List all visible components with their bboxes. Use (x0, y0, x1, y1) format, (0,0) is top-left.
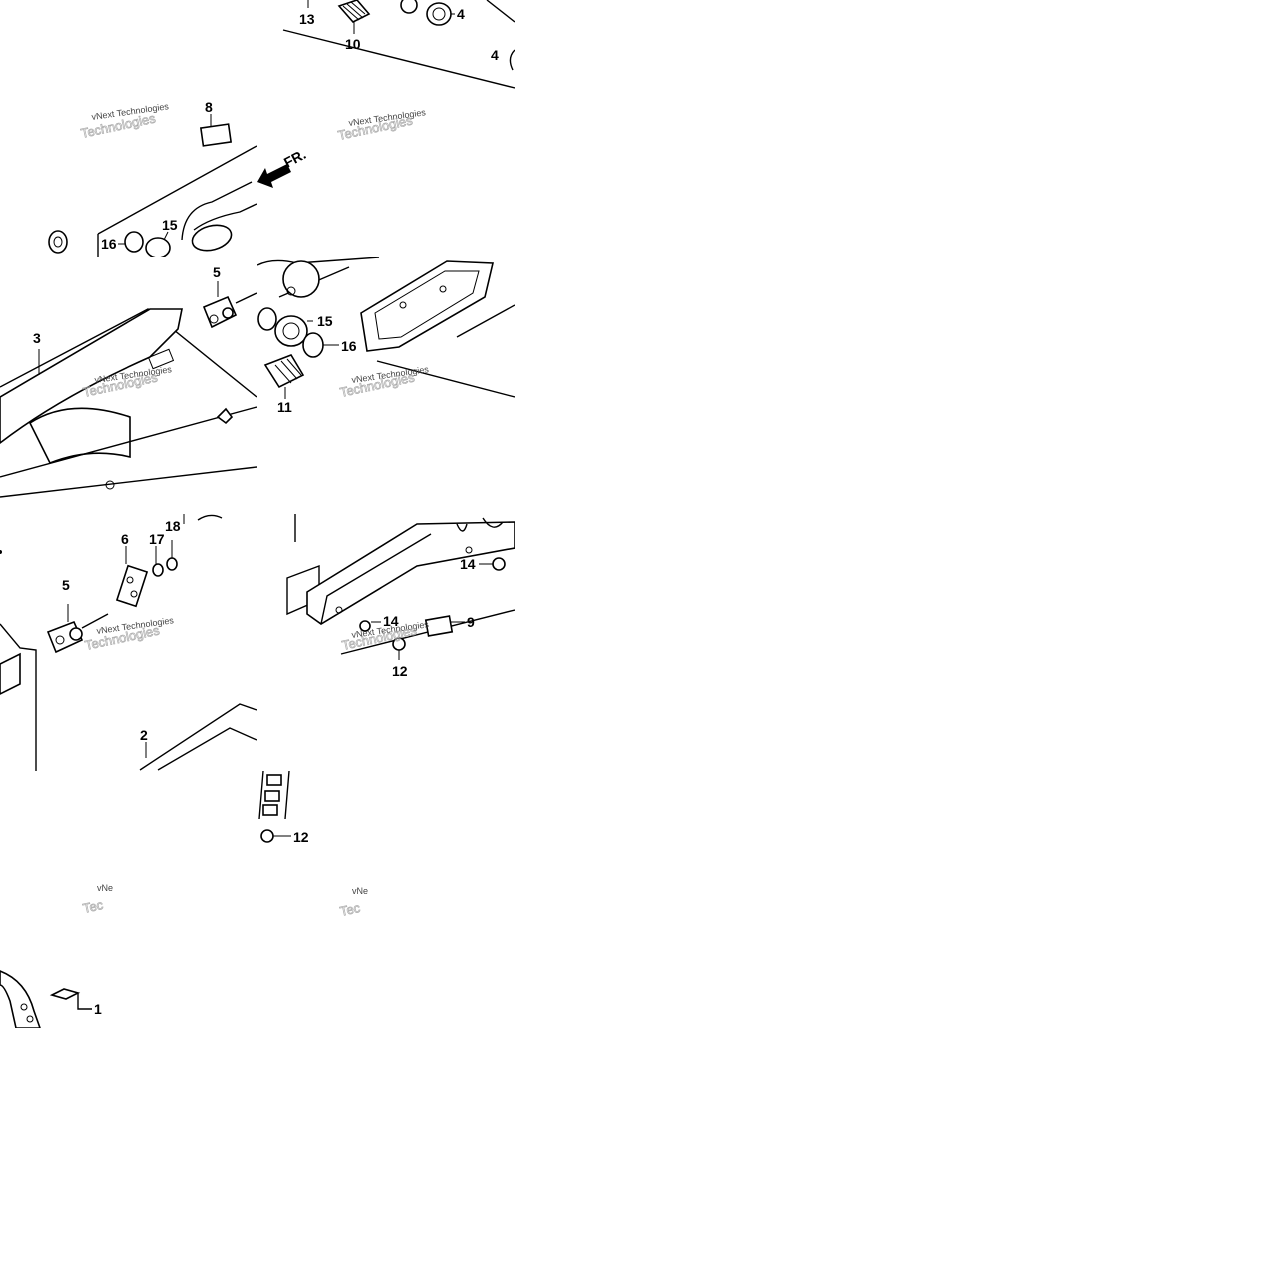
collar-14-part (492, 557, 506, 571)
chain-adjuster-part (0, 550, 109, 654)
label-sticker-9 (424, 615, 454, 637)
washer-part (152, 563, 164, 577)
callout-4-right: 4 (491, 47, 499, 63)
tile-chain: 12 vNe Tec (257, 771, 515, 1028)
callout-3: 3 (33, 330, 41, 346)
bearing-15-part (145, 237, 171, 257)
adjuster-plate-diagram: 7 6 17 18 5 vNext Technologies Technolog… (0, 514, 257, 771)
pivot-bolt-11-part (263, 354, 305, 389)
callout-1: 1 (94, 1001, 102, 1017)
tile-chain-slider: 14 14 12 9 vNext Technologies Technologi… (257, 514, 515, 771)
callout-11: 11 (277, 399, 292, 415)
callout-14-left: 14 (383, 613, 399, 629)
chain-case-part (0, 970, 41, 1028)
callout-18: 18 (165, 518, 181, 534)
watermark-fragment-outline: Tec (339, 900, 362, 919)
callout-5-top: 5 (213, 264, 221, 280)
bearing-15-part (274, 315, 308, 347)
seal-16-part (124, 231, 144, 253)
tile-center: 15 16 11 vNext Technologies Technologies (257, 257, 515, 514)
callout-4-top: 4 (457, 6, 465, 22)
seal-16-part (302, 332, 324, 358)
front-direction-arrow: FR. (257, 146, 308, 188)
bolt-12-part (260, 829, 274, 843)
callout-9: 9 (467, 614, 475, 630)
swingarm-rear-diagram: 15 16 11 vNext Technologies Technologies (257, 257, 515, 415)
label-sticker-1 (49, 988, 81, 1000)
callout-14-right: 14 (460, 556, 476, 572)
chain-guide-part (360, 260, 495, 352)
callout-16-mid: 16 (341, 338, 357, 354)
callout-8: 8 (205, 99, 213, 115)
collar-14b-part (359, 620, 371, 632)
chain-slider-diagram: 14 14 12 9 vNext Technologies Technologi… (286, 514, 515, 679)
pivot-bolt-part (337, 0, 371, 23)
watermark-fragment: vNe (352, 886, 368, 896)
swingarm-pivot-diagram: 10 13 4 4 vNext Technologies Technologie… (257, 0, 515, 188)
swingarm-main-part (0, 308, 183, 445)
tile-middle-left: 8 vNext Technologies Technologies 16 15 (0, 90, 257, 257)
callout-10: 10 (345, 36, 361, 52)
tile-bottom-left: vNe Tec 1 (0, 771, 257, 1028)
watermark-fragment-outline: Tec (82, 897, 105, 916)
nut-part (166, 557, 178, 571)
swingarm-body-diagram: 5 3 vNext Technologies Technologies (0, 264, 257, 498)
adjuster-plate-part (115, 564, 149, 608)
callout-2: 2 (140, 727, 148, 743)
swingarm-front-diagram: 8 vNext Technologies Technologies 16 15 (48, 99, 257, 257)
chain-adjuster-part (202, 292, 257, 329)
callout-15-mid: 15 (317, 313, 333, 329)
chain-slider-part (306, 521, 515, 625)
seal-part (257, 307, 277, 331)
pivot-tube-end (282, 260, 320, 298)
watermark-fragment: vNe (97, 883, 113, 893)
callout-12-mid: 12 (392, 663, 408, 679)
callout-17: 17 (149, 531, 165, 547)
callout-16-top: 16 (101, 236, 117, 252)
callout-13: 13 (299, 11, 315, 27)
tile-top-middle: 10 13 4 4 vNext Technologies Technologie… (257, 0, 515, 257)
drive-chain-part (258, 771, 290, 820)
chain-diagram: 12 vNe Tec (258, 771, 368, 919)
bottom-left-diagram: vNe Tec 1 (0, 883, 113, 1028)
tile-adjuster: 7 6 17 18 5 vNext Technologies Technolog… (0, 514, 257, 771)
callout-15-top: 15 (162, 217, 178, 233)
tile-swingarm: 5 3 vNext Technologies Technologies (0, 257, 257, 514)
callout-12-bottom: 12 (293, 829, 309, 845)
bearing-part (426, 2, 452, 26)
dust-seal-part (48, 230, 68, 254)
callout-5-bottom: 5 (62, 577, 70, 593)
label-sticker-8 (199, 123, 233, 147)
callout-6: 6 (121, 531, 129, 547)
